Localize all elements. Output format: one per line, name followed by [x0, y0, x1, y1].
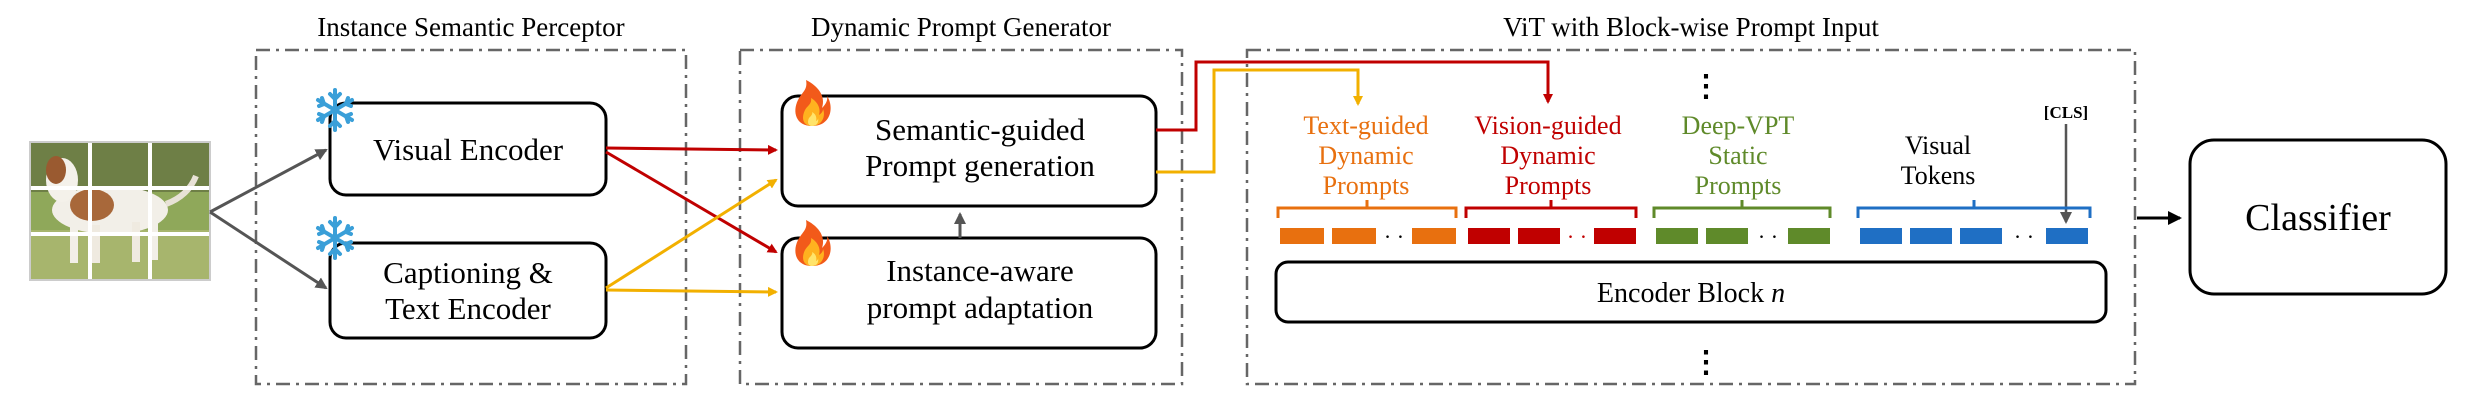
semantic-guided-box [780, 94, 1158, 208]
svg-text:Vision-guided: Vision-guided [1474, 111, 1621, 140]
svg-text:Prompts: Prompts [1323, 171, 1410, 200]
captioning-label-line2: Text Encoder [385, 291, 551, 326]
dog-photo [29, 141, 211, 281]
svg-text:Deep-VPT: Deep-VPT [1682, 111, 1795, 140]
brace-vision-guided [1464, 200, 1638, 218]
ellipsis-bottom: ⋮ [1691, 346, 1721, 379]
ellipsis-vision-tokens: · · [1567, 224, 1587, 249]
arrow-visual-to-semantic [605, 144, 778, 155]
perceptor-frame [254, 48, 688, 386]
section-title-vit: ViT with Block-wise Prompt Input [1503, 12, 1879, 42]
svg-text:Prompts: Prompts [1695, 171, 1782, 200]
brace-text-guided [1276, 200, 1458, 218]
section-title-perceptor: Instance Semantic Perceptor [317, 12, 624, 42]
semantic-guided-label-line1: Semantic-guided [875, 112, 1086, 147]
text-guided-prompts-label: Text-guided Dynamic Prompts [1303, 111, 1428, 200]
ellipsis-vpt-tokens: · · [1758, 224, 1778, 249]
text-guided-token-row [1280, 228, 1456, 244]
deep-vpt-prompts-label: Deep-VPT Static Prompts [1682, 111, 1795, 200]
arrow-semantic-to-vision-prompts [1156, 60, 1553, 132]
vision-guided-token-row [1468, 228, 1636, 244]
semantic-guided-label-line2: Prompt generation [865, 148, 1095, 183]
svg-text:Text-guided: Text-guided [1303, 111, 1428, 140]
vit-frame [1245, 48, 2137, 386]
arrow-photo-to-visual [209, 148, 328, 214]
ellipsis-visual-tokens: · · [2014, 224, 2034, 249]
ellipsis-top: ⋮ [1691, 70, 1721, 103]
svg-text:Visual: Visual [1905, 131, 1971, 160]
encoder-block-label: Encoder Block n [1597, 278, 1785, 309]
encoder-block-box [1274, 260, 2108, 324]
arrow-visual-to-instance [605, 150, 778, 254]
brace-deep-vpt [1652, 200, 1832, 218]
svg-text:Tokens: Tokens [1901, 161, 1976, 190]
cls-token-label: [CLS] [2044, 103, 2088, 122]
svg-text:Dynamic: Dynamic [1500, 141, 1595, 170]
brace-visual-tokens [1856, 200, 2092, 218]
arrow-captioning-to-instance [605, 286, 778, 297]
visual-token-row [1860, 228, 2088, 244]
deep-vpt-token-row [1656, 228, 1830, 244]
visual-encoder-label: Visual Encoder [373, 132, 564, 167]
instance-aware-label-line2: prompt adaptation [867, 290, 1094, 325]
svg-text:Prompts: Prompts [1505, 171, 1592, 200]
arrow-captioning-to-semantic [605, 178, 778, 290]
arrow-semantic-to-text-prompts [1156, 68, 1363, 174]
generator-frame [738, 48, 1184, 386]
visual-tokens-label: Visual Tokens [1901, 131, 1976, 190]
classifier-label: Classifier [2245, 197, 2391, 239]
instance-aware-box [780, 236, 1158, 350]
section-title-generator: Dynamic Prompt Generator [811, 12, 1111, 42]
svg-text:Dynamic: Dynamic [1318, 141, 1413, 170]
instance-aware-label-line1: Instance-aware [886, 253, 1074, 288]
arrow-photo-to-captioning [209, 210, 328, 290]
ellipsis-text-tokens: · · [1384, 224, 1404, 249]
vision-guided-prompts-label: Vision-guided Dynamic Prompts [1474, 111, 1621, 200]
captioning-label-line1: Captioning & [383, 255, 553, 290]
svg-text:Static: Static [1708, 141, 1767, 170]
classifier-box [2188, 138, 2448, 296]
